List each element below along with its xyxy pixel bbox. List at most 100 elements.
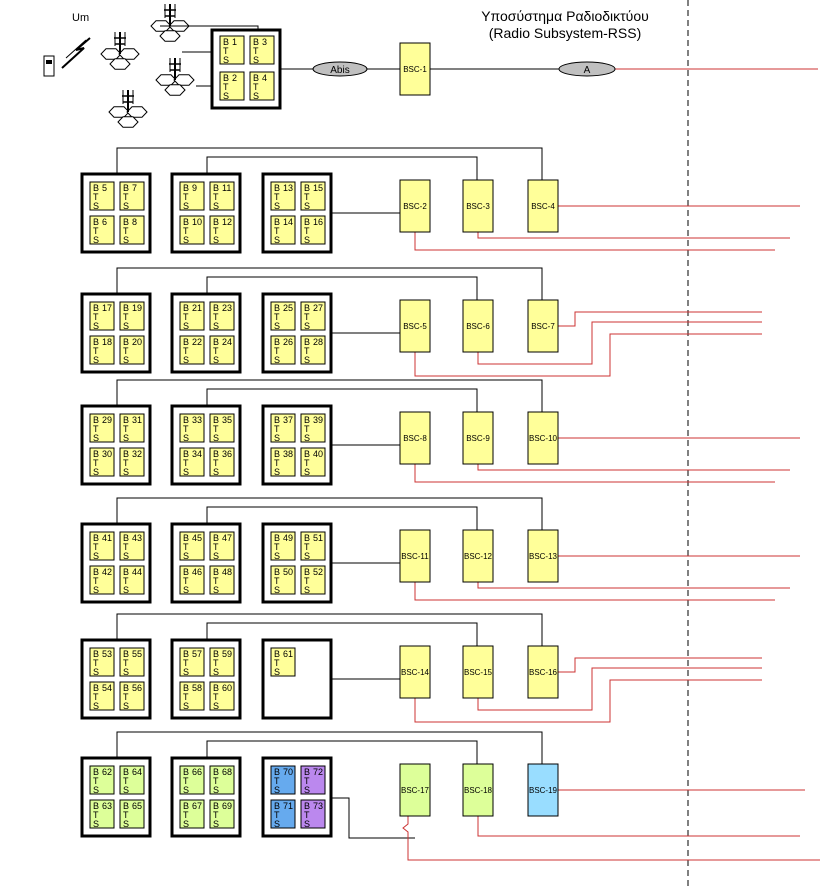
bts-cell-box <box>119 181 145 211</box>
bts-cell-box <box>119 765 145 795</box>
bts-number: 39 <box>313 415 323 425</box>
bts-letter-t: T <box>123 776 129 786</box>
bts-letter-t: T <box>213 658 219 668</box>
bts-cell-box <box>270 647 296 677</box>
bsc-unit: BSC-6 <box>462 299 494 353</box>
abis-link <box>116 147 543 180</box>
bsc-unit: BSC-8 <box>399 411 431 465</box>
bsc-box <box>399 529 431 583</box>
bts-letter-b: B <box>183 415 189 425</box>
abis-interface-ellipse <box>312 61 368 77</box>
bts-cell-box <box>300 413 326 443</box>
bts-number: 15 <box>313 183 323 193</box>
bts-number: 32 <box>132 449 142 459</box>
bts-letter-s: S <box>274 585 280 595</box>
bts-letter-t: T <box>213 312 219 322</box>
a-link <box>477 464 790 471</box>
bts-number: 10 <box>192 217 202 227</box>
abis-link <box>206 740 478 764</box>
bts-letter-s: S <box>304 785 310 795</box>
bts-number: 51 <box>313 533 323 543</box>
bts-letter-b: B <box>123 415 129 425</box>
a-interface-ellipse <box>558 61 616 77</box>
bts-cell-box <box>89 765 115 795</box>
bts-number: 30 <box>102 449 112 459</box>
bts-number: 3 <box>262 37 267 47</box>
bts-letter-b: B <box>213 767 219 777</box>
bts-cell-box <box>179 681 205 711</box>
bts-cell-box <box>270 413 296 443</box>
cell-hexagon-icon <box>155 74 177 86</box>
bsc-box <box>462 411 494 465</box>
bts-cell-box <box>270 765 296 795</box>
cell-hexagon-icon <box>109 58 131 70</box>
bts-letter-b: B <box>274 303 280 313</box>
bts-letter-b: B <box>304 415 310 425</box>
bts-letter-s: S <box>123 551 129 561</box>
bts-letter-s: S <box>123 467 129 477</box>
bts-letter-t: T <box>123 542 129 552</box>
bsc-box <box>399 411 431 465</box>
bts-letter-b: B <box>183 801 189 811</box>
bts-number: 21 <box>192 303 202 313</box>
bts-cell-box <box>300 531 326 561</box>
bts-cell-box <box>270 215 296 245</box>
cell-hexagon-icon <box>118 48 140 60</box>
bts-letter-t: T <box>93 658 99 668</box>
bts-letter-s: S <box>213 585 219 595</box>
bts-cell-box <box>219 35 245 65</box>
bts-letter-t: T <box>183 576 189 586</box>
mobile-station-icon <box>43 55 55 77</box>
bsc-unit: BSC-2 <box>399 179 431 233</box>
bts-cell-box <box>119 681 145 711</box>
bsc-box <box>462 529 494 583</box>
bts-cell-box <box>119 799 145 829</box>
bts-letter-t: T <box>274 312 280 322</box>
bts-letter-t: T <box>213 346 219 356</box>
bts-letter-s: S <box>93 701 99 711</box>
bts-letter-t: T <box>93 424 99 434</box>
a-link <box>414 333 762 377</box>
a-link <box>477 582 790 589</box>
bts-letter-b: B <box>93 649 99 659</box>
bts-letter-t: T <box>253 82 259 92</box>
bts-letter-t: T <box>93 810 99 820</box>
bts-letter-s: S <box>213 201 219 211</box>
bsc-label: BSC-1 <box>403 65 427 74</box>
bts-letter-t: T <box>304 312 310 322</box>
bts-cell-box <box>179 531 205 561</box>
bsc-label: BSC-6 <box>466 322 490 331</box>
a-link <box>477 232 790 239</box>
abis-link <box>116 613 543 646</box>
bts-number: 48 <box>222 567 232 577</box>
bts-letter-s: S <box>304 819 310 829</box>
bsc-unit: BSC-1 <box>399 42 431 96</box>
bts-number: 2 <box>232 73 237 83</box>
cell-towers-group <box>100 4 259 128</box>
bts-letter-b: B <box>183 217 189 227</box>
bts-cell-box <box>270 181 296 211</box>
a-link <box>402 816 820 861</box>
bts-cell-box <box>270 531 296 561</box>
bts-letter-t: T <box>304 542 310 552</box>
bts-letter-s: S <box>223 55 229 65</box>
bts-number: 73 <box>313 801 323 811</box>
bts-letter-b: B <box>183 337 189 347</box>
bts-letter-t: T <box>304 192 310 202</box>
bts-cell-box <box>209 531 235 561</box>
bts-letter-t: T <box>123 312 129 322</box>
